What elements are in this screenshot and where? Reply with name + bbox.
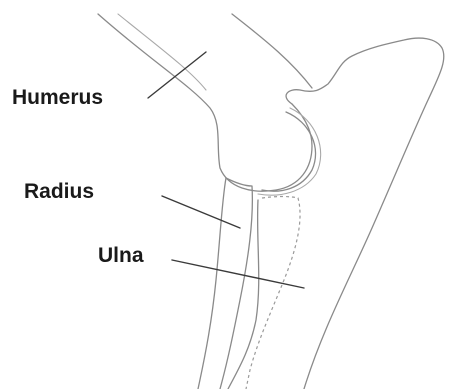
radius-leader-line — [162, 196, 240, 228]
humerus-leader-line — [148, 52, 206, 98]
humerus-label: Humerus — [12, 86, 103, 109]
ulna-bone — [228, 38, 444, 389]
humerus-bone — [98, 14, 312, 191]
ulna-leader-line — [172, 260, 304, 288]
radius-label: Radius — [24, 180, 94, 203]
ulna-label: Ulna — [98, 244, 144, 267]
